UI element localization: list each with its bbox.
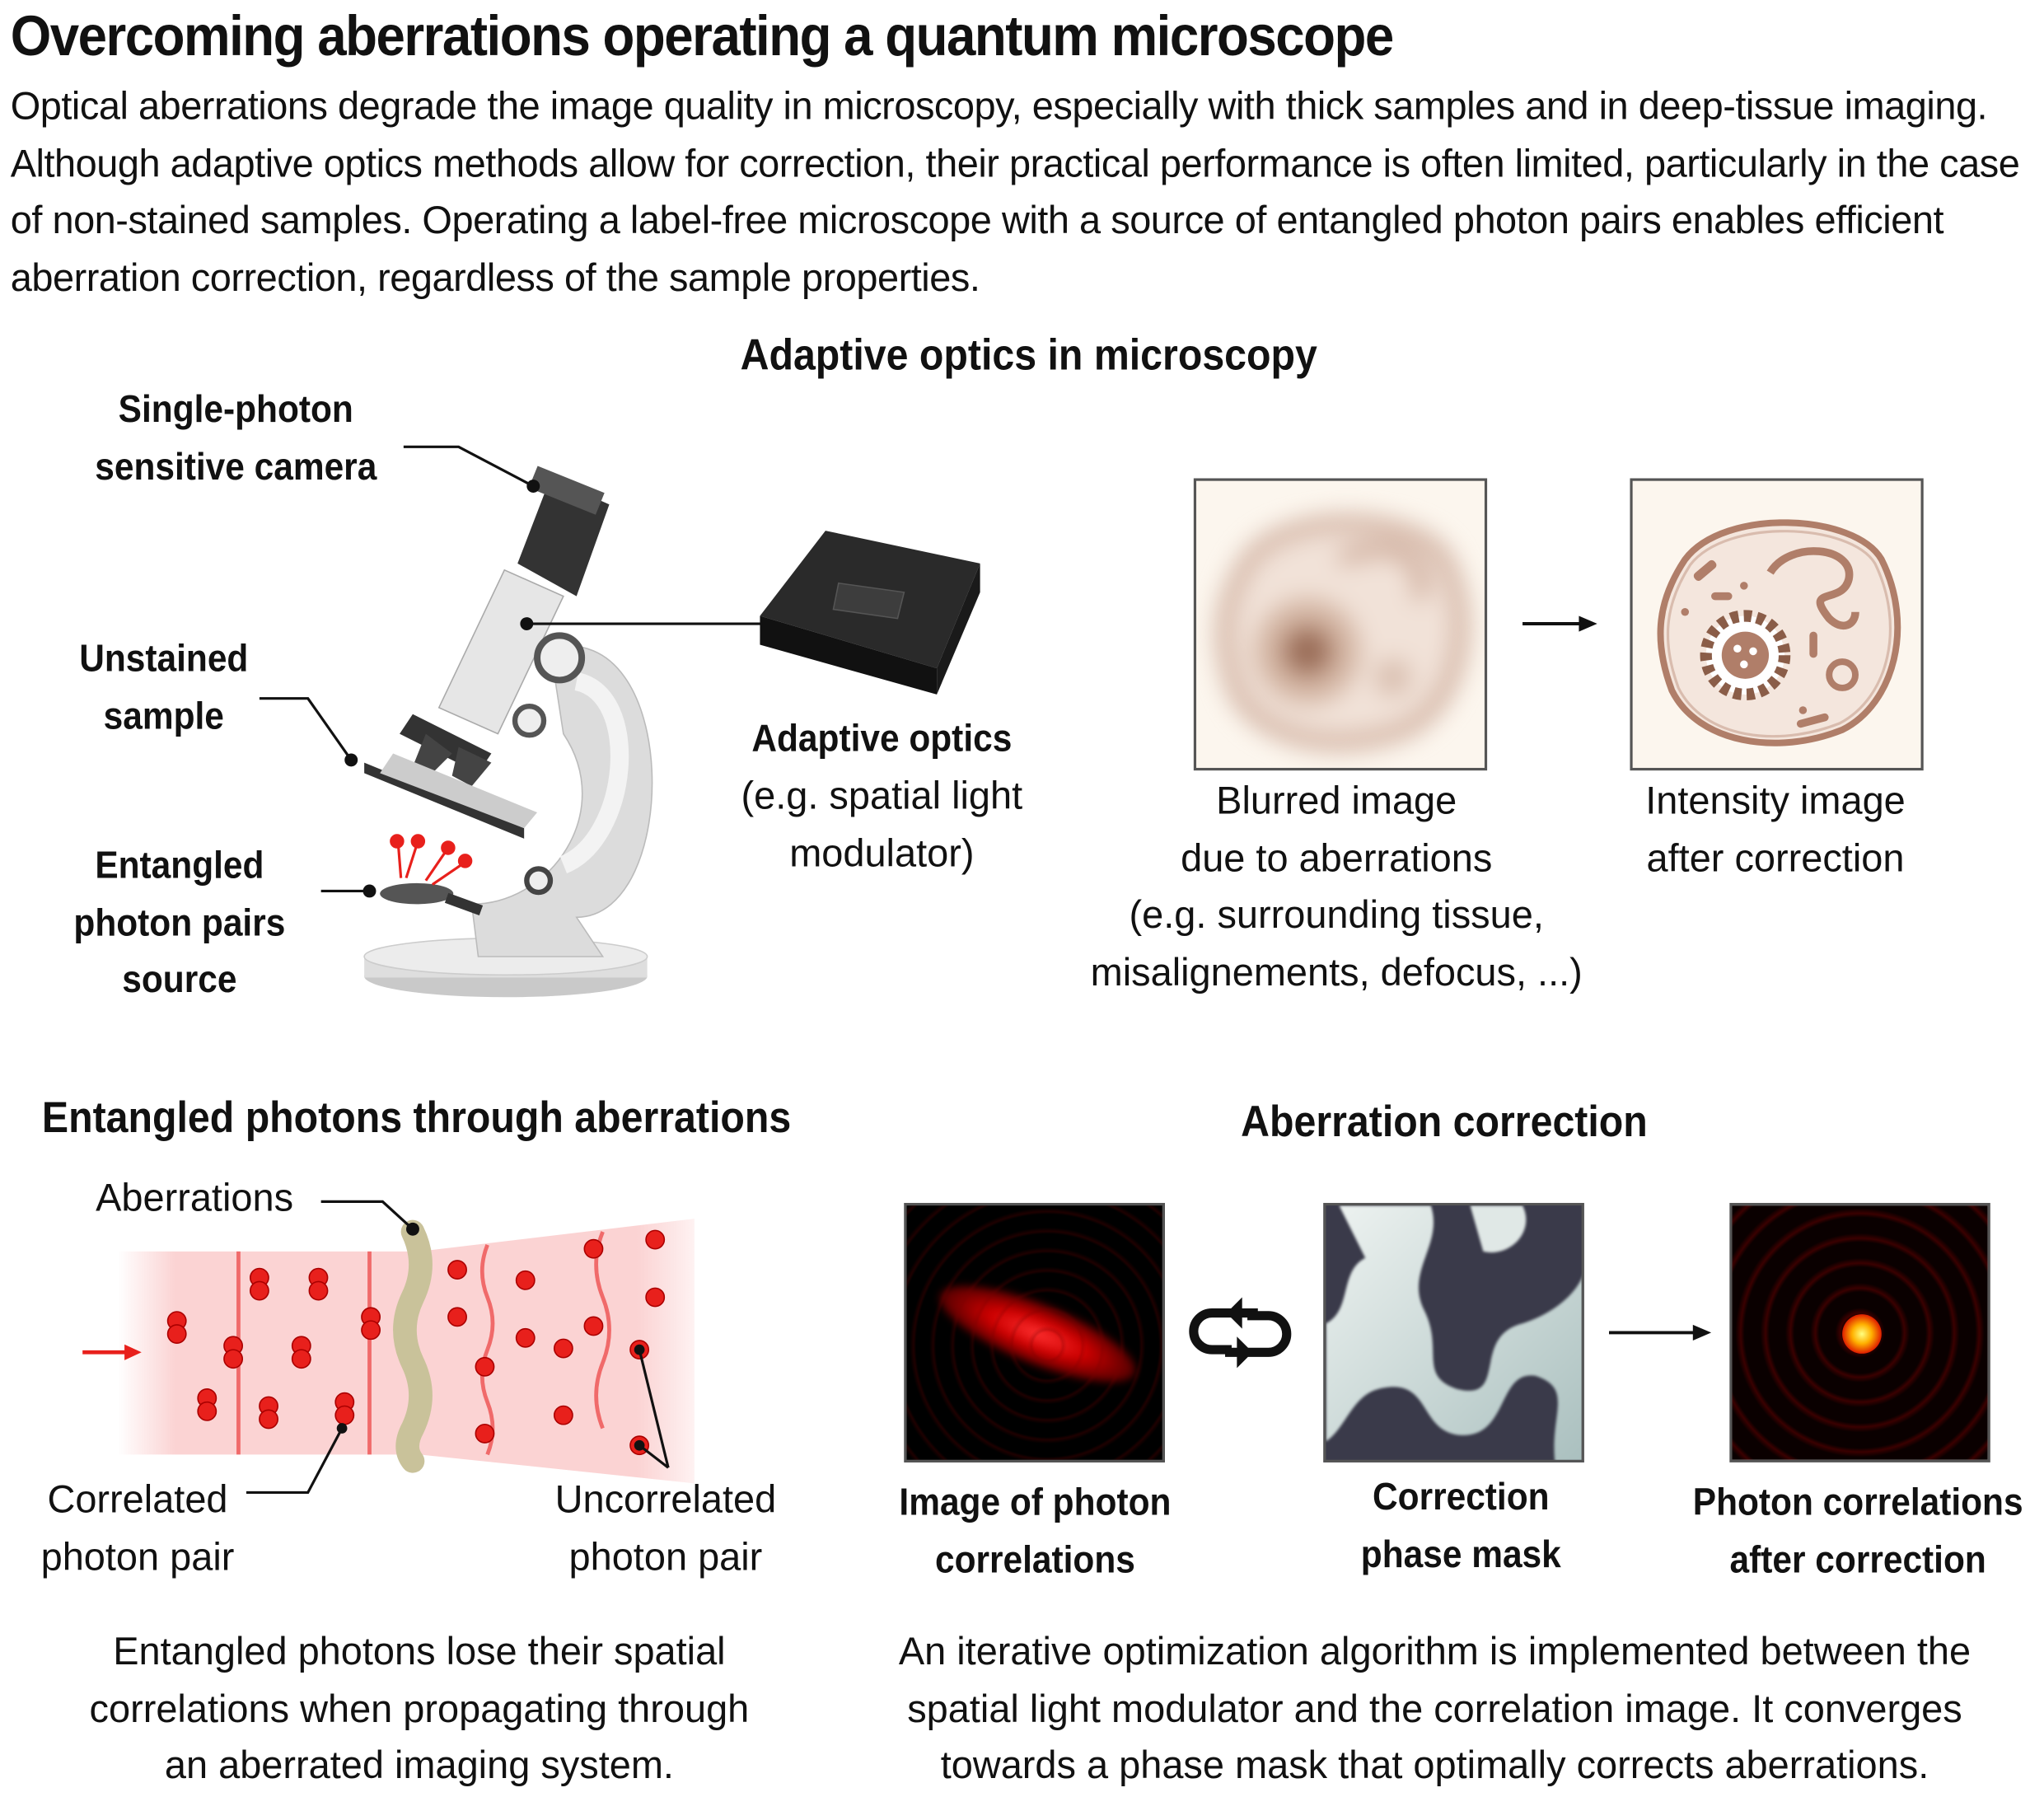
entangled-caption-line: correlations when propagating through bbox=[89, 1687, 750, 1731]
uncorrelated-label: Uncorrelated photon pair bbox=[537, 1472, 794, 1585]
source-label-line: photon pairs bbox=[73, 901, 286, 944]
source-label: Entangled photon pairs source bbox=[59, 839, 301, 1010]
image3-label-line: Photon correlations bbox=[1692, 1481, 2023, 1524]
correction-heading: Aberration correction bbox=[1241, 1097, 1648, 1146]
slm-caption-line: modulator) bbox=[789, 831, 975, 875]
blurred-caption-line: due to aberrations bbox=[1181, 836, 1493, 880]
uncorrelated-photon bbox=[553, 1338, 573, 1359]
aberration-layer bbox=[393, 1219, 433, 1473]
correlated-label: Correlated photon pair bbox=[13, 1472, 262, 1585]
uncorrelated-label-line: Uncorrelated bbox=[554, 1477, 777, 1522]
uncorrelated-photon bbox=[475, 1423, 495, 1444]
blurred-caption: Blurred image due to aberrations (e.g. s… bbox=[1048, 773, 1625, 1001]
uncorrelated-photon bbox=[583, 1238, 604, 1259]
uncorrelated-photon bbox=[447, 1260, 467, 1280]
blurred-caption-line: misalignements, defocus, ...) bbox=[1090, 950, 1583, 994]
phase-mask-image bbox=[1323, 1202, 1584, 1462]
entangled-caption-line: Entangled photons lose their spatial bbox=[113, 1630, 726, 1673]
image2-label-line: Correction bbox=[1373, 1476, 1550, 1519]
image2-label: Correction phase mask bbox=[1310, 1470, 1611, 1584]
correlated-photon bbox=[259, 1409, 278, 1430]
image2-label-line: phase mask bbox=[1360, 1533, 1561, 1576]
blurred-image bbox=[1193, 478, 1488, 771]
corrected-caption: Intensity image after correction bbox=[1605, 773, 1946, 887]
image1-label-line: correlations bbox=[934, 1538, 1135, 1581]
adaptive-optics-heading: Adaptive optics in microscopy bbox=[740, 330, 1317, 379]
iterate-loop-icon bbox=[1189, 1308, 1292, 1357]
image1-label: Image of photon correlations bbox=[878, 1476, 1191, 1589]
correction-caption-line: spatial light modulator and the correlat… bbox=[907, 1687, 1962, 1731]
correlated-photon bbox=[308, 1280, 329, 1301]
correlated-photon bbox=[361, 1320, 381, 1341]
correlated-photon bbox=[197, 1401, 217, 1421]
correlated-label-line: Correlated bbox=[47, 1477, 228, 1522]
entangled-caption-line: an aberrated imaging system. bbox=[164, 1743, 674, 1788]
image1-label-line: Image of photon bbox=[899, 1481, 1172, 1524]
slm-label: Adaptive optics bbox=[751, 718, 1013, 760]
uncorrelated-photon bbox=[515, 1327, 536, 1348]
camera-label: Single-photon sensitive camera bbox=[91, 382, 381, 496]
correlated-photon bbox=[166, 1324, 187, 1344]
source-label-line: Entangled bbox=[95, 845, 264, 887]
sample-label: Unstained sample bbox=[49, 632, 278, 746]
uncorrelated-photon bbox=[645, 1287, 666, 1308]
blurred-caption-line: Blurred image bbox=[1216, 779, 1457, 823]
corrected-intensity-image bbox=[1630, 478, 1924, 771]
correlated-photon bbox=[291, 1349, 311, 1369]
entangled-caption: Entangled photons lose their spatial cor… bbox=[26, 1624, 812, 1795]
correlated-photon bbox=[334, 1405, 355, 1425]
correction-caption-line: towards a phase mask that optimally corr… bbox=[940, 1743, 1929, 1788]
blurred-caption-line: (e.g. surrounding tissue, bbox=[1129, 893, 1544, 938]
uncorrelated-label-line: photon pair bbox=[568, 1535, 763, 1579]
source-label-line: source bbox=[122, 959, 237, 1002]
page-title: Overcoming aberrations operating a quant… bbox=[10, 5, 1395, 68]
image3-label-line: after correction bbox=[1729, 1538, 1986, 1581]
corrected-caption-line: after correction bbox=[1646, 836, 1905, 880]
sample-label-line: sample bbox=[103, 695, 224, 737]
correlated-photon bbox=[223, 1349, 244, 1369]
correction-caption: An iterative optimization algorithm is i… bbox=[826, 1624, 2044, 1795]
corrected-correlation-image bbox=[1729, 1202, 1990, 1462]
correlated-label-line: photon pair bbox=[40, 1535, 235, 1579]
uncorrelated-photon bbox=[553, 1405, 573, 1425]
image3-label: Photon correlations after correction bbox=[1677, 1476, 2039, 1589]
camera-label-line: sensitive camera bbox=[95, 446, 377, 489]
uncorrelated-photon bbox=[515, 1270, 536, 1290]
intro-text: Optical aberrations degrade the image qu… bbox=[10, 85, 2020, 300]
correction-caption-line: An iterative optimization algorithm is i… bbox=[898, 1630, 1972, 1673]
slm-caption-line: (e.g. spatial light bbox=[741, 774, 1023, 818]
correlated-photon bbox=[249, 1280, 269, 1301]
uncorrelated-photon bbox=[475, 1356, 495, 1377]
sample-label-line: Unstained bbox=[79, 638, 249, 681]
aberrations-label: Aberrations bbox=[96, 1177, 294, 1220]
uncorrelated-photon bbox=[583, 1316, 604, 1336]
uncorrelated-photon bbox=[645, 1229, 666, 1250]
camera-label-line: Single-photon bbox=[118, 389, 353, 432]
entangled-heading: Entangled photons through aberrations bbox=[41, 1093, 792, 1142]
slm-caption: (e.g. spatial light modulator) bbox=[685, 768, 1078, 882]
uncorrelated-photon bbox=[447, 1307, 467, 1327]
corrected-caption-line: Intensity image bbox=[1645, 779, 1906, 823]
correlation-image bbox=[904, 1202, 1165, 1462]
